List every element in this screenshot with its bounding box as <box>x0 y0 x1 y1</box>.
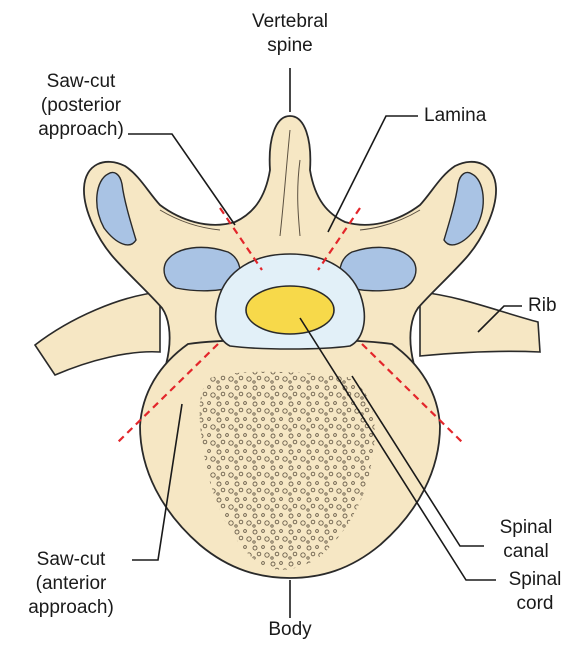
spinal-cord <box>246 286 334 334</box>
label-spinal-cord-line2: cord <box>498 592 572 616</box>
rib-left <box>35 292 160 375</box>
label-vertebral-spine-line1: Vertebral <box>222 10 358 34</box>
label-saw-cut-anterior: Saw-cut (anterior approach) <box>10 548 132 620</box>
label-saw-cut-posterior: Saw-cut (posterior approach) <box>18 70 144 142</box>
label-vertebral-spine-line2: spine <box>222 34 358 58</box>
label-spinal-canal-line2: canal <box>486 540 566 564</box>
label-spinal-canal-line1: Spinal <box>486 516 566 540</box>
label-saw-cut-anterior-line1: Saw-cut <box>10 548 132 572</box>
label-spinal-cord: Spinal cord <box>498 568 572 616</box>
label-saw-cut-posterior-line1: Saw-cut <box>18 70 144 94</box>
label-lamina: Lamina <box>424 104 486 128</box>
label-saw-cut-posterior-line2: (posterior <box>18 94 144 118</box>
label-body: Body <box>240 618 340 642</box>
rib-right <box>420 292 540 356</box>
label-saw-cut-posterior-line3: approach) <box>18 118 144 142</box>
label-saw-cut-anterior-line3: approach) <box>10 596 132 620</box>
label-rib: Rib <box>528 294 557 318</box>
label-spinal-cord-line1: Spinal <box>498 568 572 592</box>
label-spinal-canal: Spinal canal <box>486 516 566 564</box>
label-saw-cut-anterior-line2: (anterior <box>10 572 132 596</box>
label-vertebral-spine: Vertebral spine <box>222 10 358 58</box>
